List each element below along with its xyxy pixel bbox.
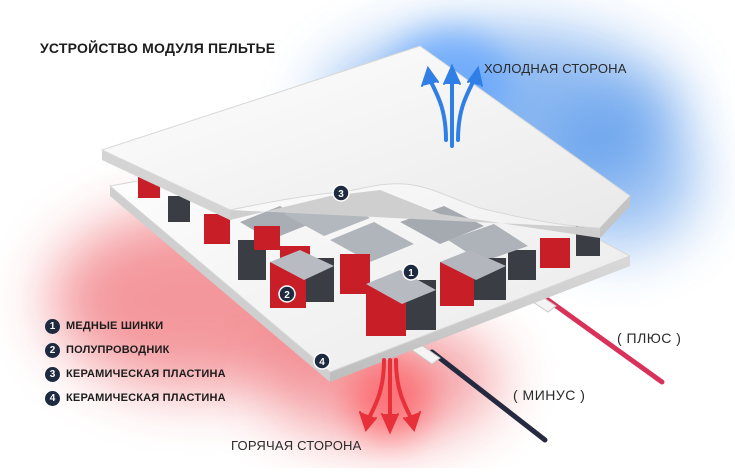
legend-text-1: МЕДНЫЕ ШИНКИ: [66, 320, 164, 332]
hot-side-label: ГОРЯЧАЯ СТОРОНА: [231, 438, 362, 453]
legend-number-2: 2: [45, 342, 60, 358]
legend-item-4: 4 КЕРАМИЧЕСКАЯ ПЛАСТИНА: [45, 386, 226, 410]
cold-side-label: ХОЛОДНАЯ СТОРОНА: [484, 61, 627, 76]
legend-text-3: КЕРАМИЧЕСКАЯ ПЛАСТИНА: [66, 368, 226, 380]
cold-arrows: [421, 63, 483, 148]
marker-1-label: 1: [408, 268, 414, 279]
marker-2-label: 2: [284, 290, 290, 301]
marker-4: 4: [313, 352, 331, 370]
marker-3-label: 3: [338, 189, 344, 200]
legend-text-2: ПОЛУПРОВОДНИК: [66, 344, 170, 356]
legend-item-3: 3 КЕРАМИЧЕСКАЯ ПЛАСТИНА: [45, 362, 226, 386]
legend-number-4: 4: [45, 390, 60, 406]
legend-item-2: 2 ПОЛУПРОВОДНИК: [45, 338, 226, 362]
legend-number-1: 1: [45, 318, 60, 334]
legend: 1 МЕДНЫЕ ШИНКИ 2 ПОЛУПРОВОДНИК 3 КЕРАМИЧ…: [45, 314, 226, 410]
plus-label: ( ПЛЮС ): [617, 330, 682, 346]
legend-number-3: 3: [45, 366, 60, 382]
diagram-title: УСТРОЙСТВО МОДУЛЯ ПЕЛЬТЬЕ: [40, 40, 276, 56]
marker-1: 1: [402, 263, 420, 281]
marker-2: 2: [278, 285, 296, 303]
legend-item-1: 1 МЕДНЫЕ ШИНКИ: [45, 314, 226, 338]
legend-text-4: КЕРАМИЧЕСКАЯ ПЛАСТИНА: [66, 392, 226, 404]
marker-4-label: 4: [319, 357, 325, 368]
hot-arrows: [359, 358, 421, 435]
top-ceramic-plate: [100, 45, 631, 238]
marker-3: 3: [332, 184, 350, 202]
minus-label: ( МИНУС ): [513, 387, 586, 403]
